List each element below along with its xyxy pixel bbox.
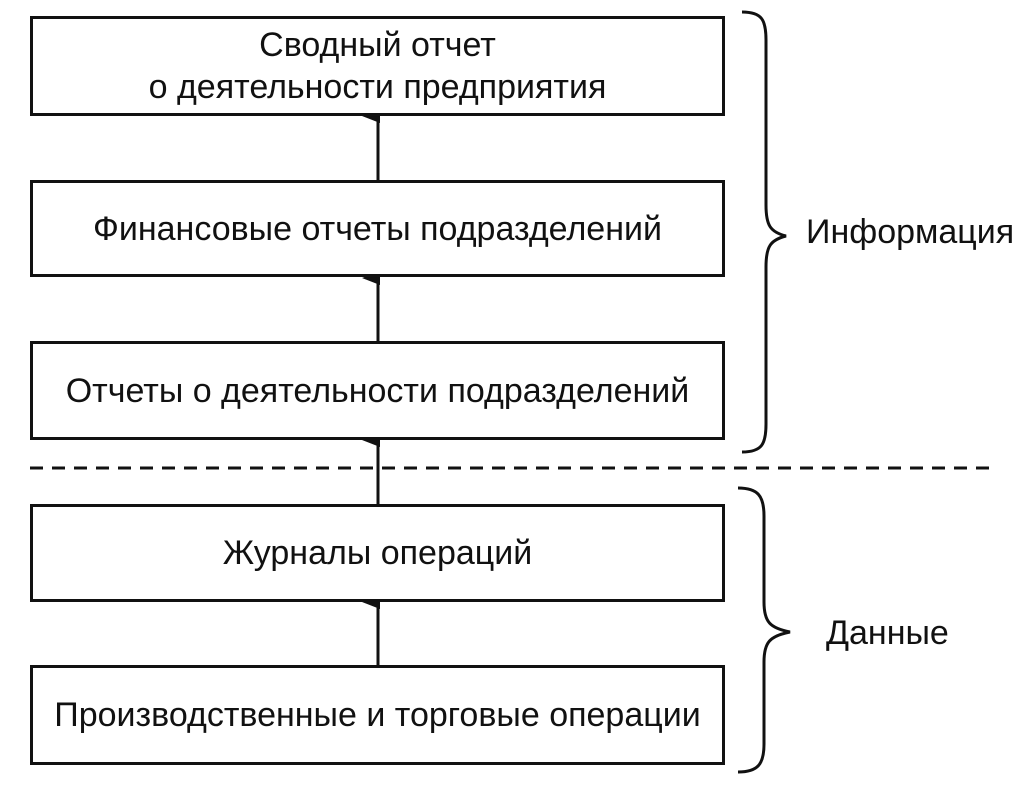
production-operations-label: Производственные и торговые операции	[54, 696, 701, 734]
operation-logs-box: Журналы операций	[30, 504, 725, 602]
summary-report-line1: Сводный отчет	[259, 26, 496, 64]
data-group-label: Данные	[826, 614, 949, 652]
financial-reports-label: Финансовые отчеты подразделений	[93, 209, 662, 248]
activity-reports-box: Отчеты о деятельности подразделений	[30, 341, 725, 440]
production-operations-box: Производственные и торговые операции	[30, 665, 725, 765]
operation-logs-label: Журналы операций	[222, 534, 533, 572]
information-brace	[741, 10, 787, 454]
summary-report-box: Сводный отчет о деятельности предприятия	[30, 16, 725, 116]
data-brace	[737, 486, 791, 774]
activity-reports-label: Отчеты о деятельности подразделений	[65, 371, 690, 410]
summary-report-line2: о деятельности предприятия	[148, 68, 607, 106]
information-group-label: Информация	[806, 213, 1015, 251]
financial-reports-box: Финансовые отчеты подразделений	[30, 180, 725, 277]
